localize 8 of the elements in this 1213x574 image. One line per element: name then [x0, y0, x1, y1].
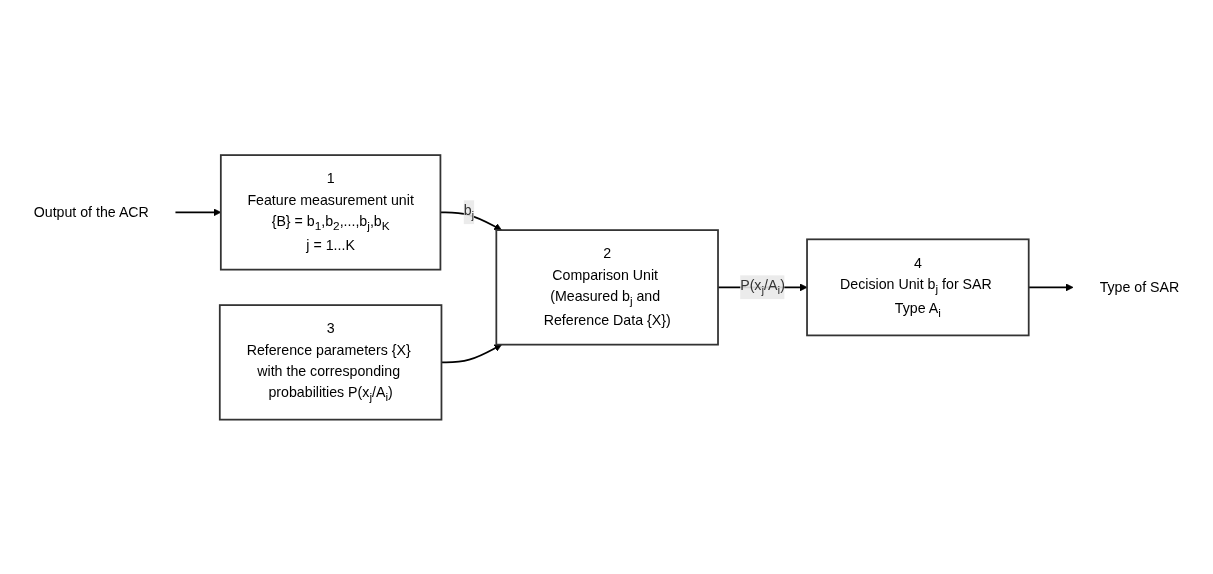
- node-box: 2 Comparison Unit (Measured b$_{j}$ and Reference Data {X}): [495, 228, 719, 346]
- node-box: 3 Reference parameters {X} with the corresponding probabilities P(x$_{j}$/A$_{i}$): [218, 303, 443, 421]
- node-box: 1 Feature measurement unit {B} = b$_{1}$,b$_{2}$,...,b$_{j}$,b$_{K}$ j = 1...K: [219, 153, 442, 271]
- edge-label: b$_{j}$: [463, 202, 475, 222]
- edge-label: P(x$_{j}$/A$_{i}$): [740, 277, 785, 297]
- node-box: 4 Decision Unit b$_{j}$ for SAR Type A$_{i}$: [806, 238, 1030, 336]
- node-text: Type of SAR: [1099, 279, 1180, 295]
- node-text: Output of the ACR: [33, 204, 149, 220]
